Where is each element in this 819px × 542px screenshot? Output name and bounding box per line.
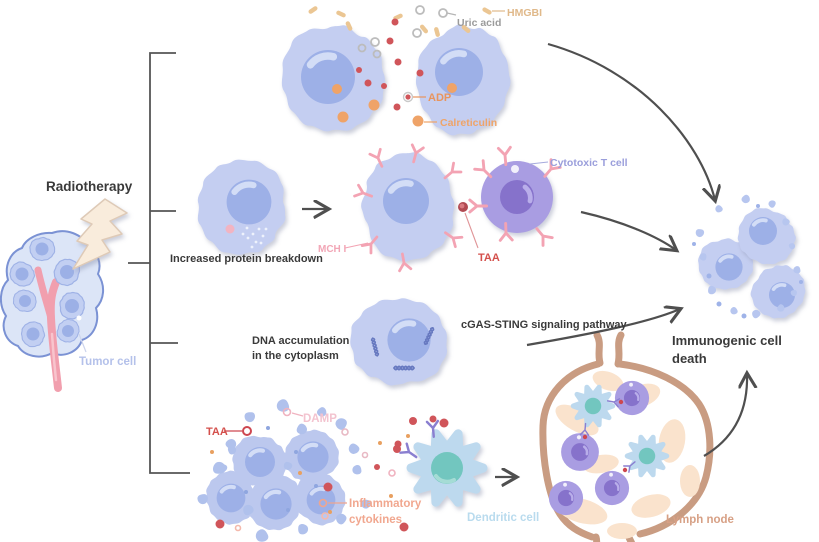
label-inflammatory-cytokines: Inflammatory cytokines: [349, 498, 422, 527]
blood-vessel: [34, 266, 62, 392]
label-adp: ADP: [428, 92, 452, 104]
label-tumor-cell: Tumor cell: [79, 356, 137, 368]
label-taa-row2: TAA: [478, 252, 500, 264]
bracket-connector: [128, 52, 190, 474]
node-antigen-dots: [582, 399, 628, 473]
taa-antigen-dot: [458, 202, 468, 212]
label-cytotoxic-t-cell: Cytotoxic T cell: [550, 157, 628, 169]
lymph-node: [539, 331, 714, 542]
cytotoxic-t-cell: [481, 161, 553, 233]
row4-dendritic-pathway: [196, 331, 714, 542]
label-cgas-sting: cGAS-STING signaling pathway: [461, 319, 627, 331]
calreticulin-particles: [332, 83, 457, 127]
dendritic-cell: [411, 434, 483, 502]
protein-speckles: [225, 224, 268, 249]
adp-particles: [356, 18, 424, 111]
pathway-arrows: [526, 42, 747, 457]
row4-orange-dots: [210, 434, 410, 514]
tumor-cells: [4, 236, 88, 348]
adp-reference-dot: [402, 91, 414, 103]
arrow-lymph-to-icd: [703, 374, 747, 457]
label-pointer-lines-row2: [344, 161, 549, 249]
row4-rings: [234, 407, 396, 532]
arrow-row1-to-icd: [547, 42, 715, 200]
death-fragments: [692, 193, 803, 320]
arrow-row2-to-icd: [580, 210, 676, 250]
label-taa-row4: TAA: [206, 426, 228, 438]
cell-fragments: [196, 399, 373, 542]
label-dendritic-cell: Dendritic cell: [467, 512, 540, 524]
row1-danger-signals: [274, 5, 518, 146]
label-damp: DAMP: [303, 413, 337, 425]
antigen-near-receptor: [394, 440, 402, 448]
lightning-icon: [72, 198, 128, 270]
label-calreticulin: Calreticulin: [440, 117, 498, 129]
immunogenic-cell-death-cells: [692, 193, 816, 329]
row4-red-dots: [215, 417, 449, 532]
label-radiotherapy: Radiotherapy: [46, 179, 133, 194]
arrow-row3-to-icd: [526, 309, 680, 347]
label-dna-accumulation: DNA accumulation in the cytoplasm: [252, 335, 350, 363]
label-mhc-i: MCH I: [318, 244, 347, 255]
label-lymph-node: Lymph node: [666, 514, 734, 526]
row3-dna-cytoplasm: [346, 294, 452, 390]
label-pointer-lines-row4: [224, 412, 347, 504]
label-pointer-lines-row1: [413, 10, 505, 123]
label-hmgb1: HMGBI: [507, 7, 542, 19]
label-increased-protein-breakdown: Increased protein breakdown: [170, 253, 323, 265]
label-immunogenic-cell-death: Immunogenic cell death: [672, 333, 782, 367]
antigen-on-receptor: [429, 415, 437, 423]
tumor-label-pointer: [78, 333, 87, 353]
node-dendritic-cells: [573, 387, 667, 475]
row2-protein-breakdown: [189, 143, 562, 273]
label-uric-acid: Uric acid: [457, 17, 502, 29]
